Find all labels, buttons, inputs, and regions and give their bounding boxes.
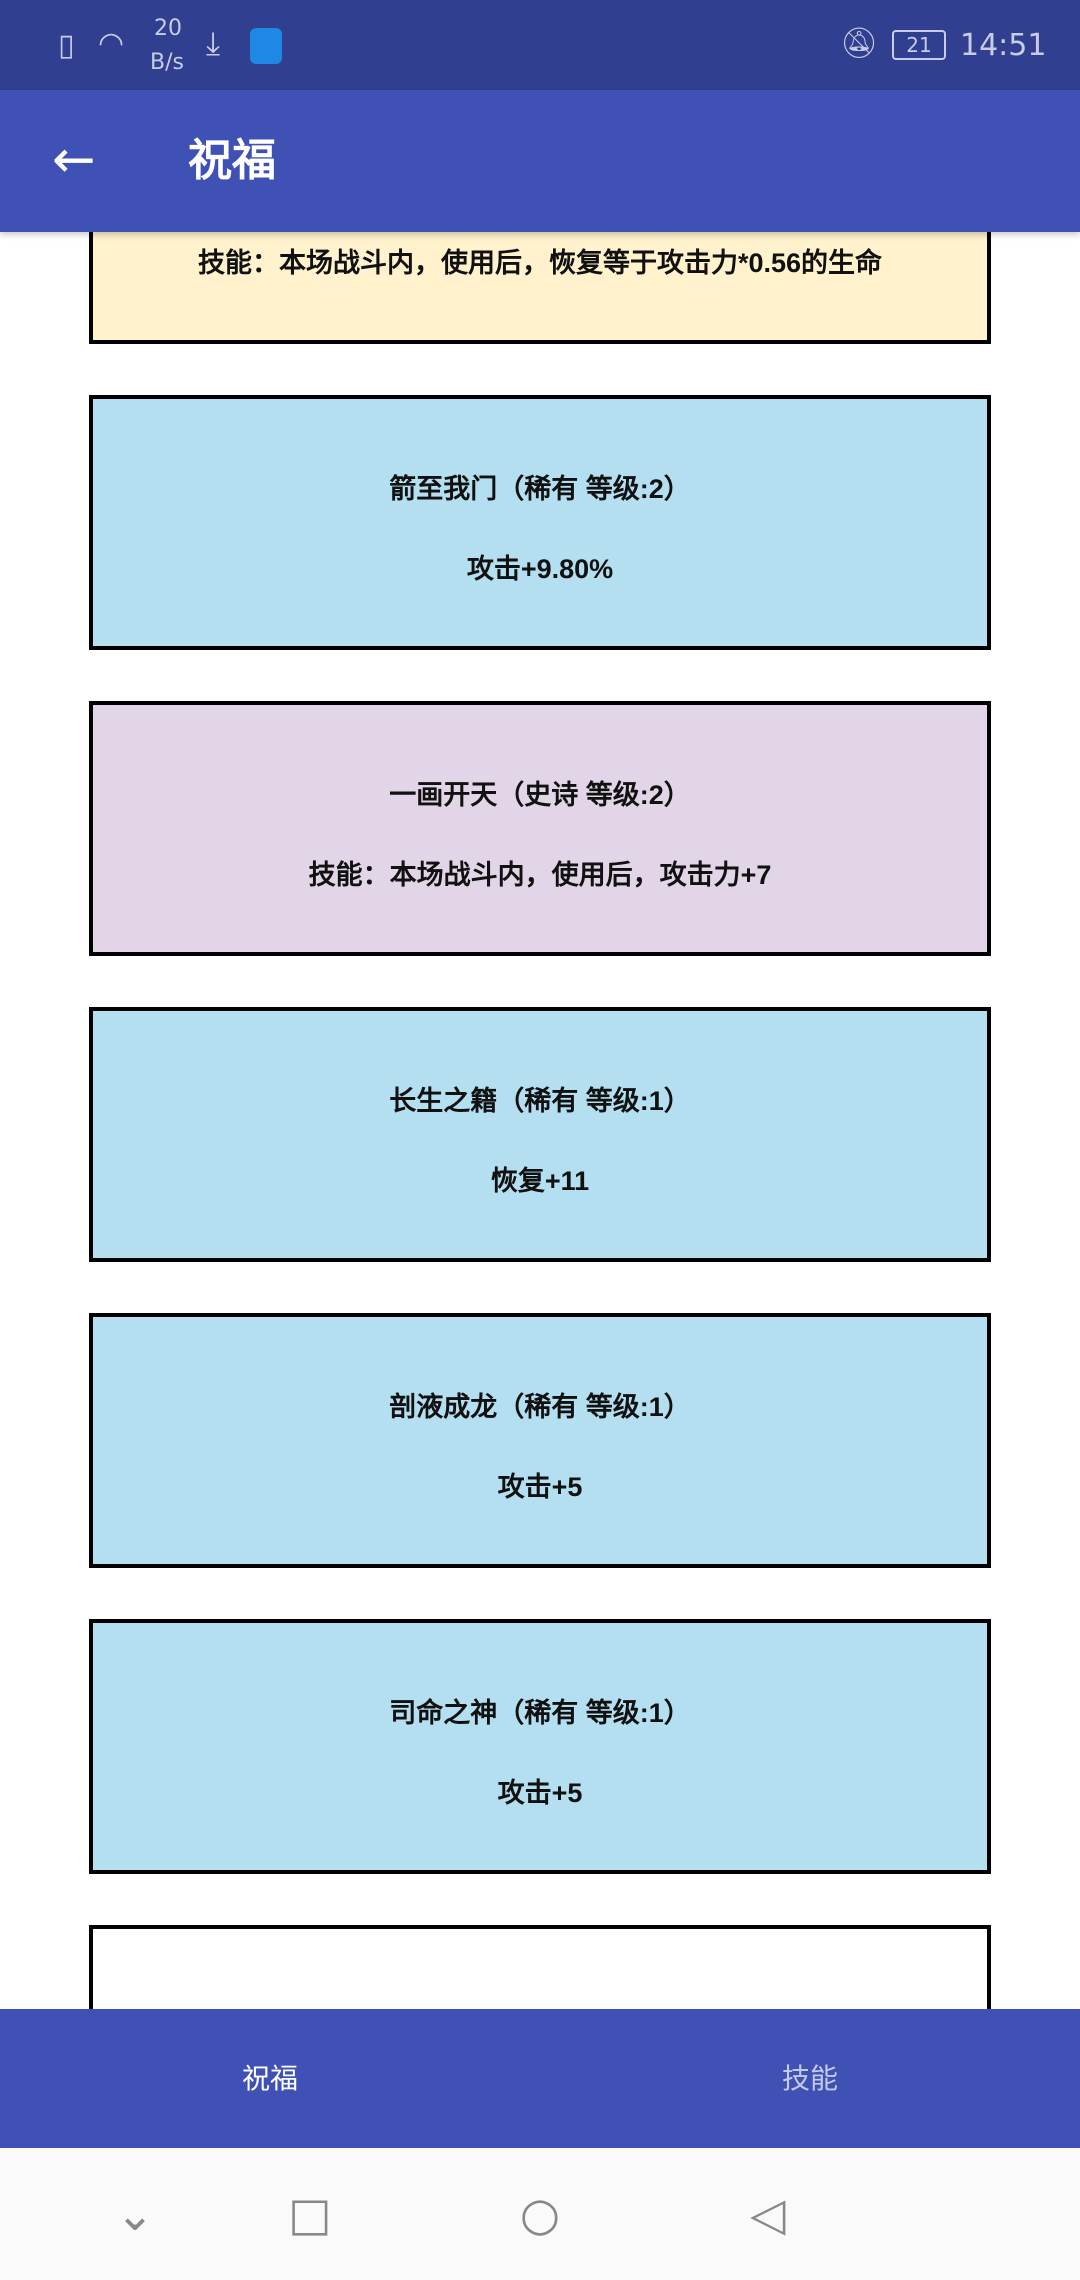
blessing-description: 攻击+9.80% <box>466 554 614 584</box>
clock: 14:51 <box>960 28 1047 63</box>
home-icon[interactable]: ○ <box>519 2187 561 2241</box>
blessing-title: 剖液成龙（稀有 等级:1） <box>389 1392 691 1422</box>
blessing-description: 技能：本场战斗内，使用后，攻击力+7 <box>308 860 772 890</box>
status-bar: ▯ ◠ 20 B/s ⤓ 🔕︎ 21 14:51 <box>0 0 1080 90</box>
system-nav-bar: ⌄ □ ○ ◁ <box>0 2148 1080 2280</box>
blessing-card: 长生之籍（稀有 等级:1） 恢复+11 <box>89 1007 991 1262</box>
recents-icon[interactable]: □ <box>288 2187 332 2241</box>
blessing-title: 长生之籍（稀有 等级:1） <box>389 1086 691 1116</box>
blessing-description: 恢复+11 <box>490 1166 590 1196</box>
blessing-list[interactable]: 技能：本场战斗内，使用后，恢复等于攻击力*0.56的生命箭至我门（稀有 等级:2… <box>0 232 1080 2009</box>
blessing-card <box>89 1925 991 2009</box>
blessing-card: 司命之神（稀有 等级:1） 攻击+5 <box>89 1619 991 1874</box>
blessing-card: 箭至我门（稀有 等级:2） 攻击+9.80% <box>89 395 991 650</box>
blessing-title: 司命之神（稀有 等级:1） <box>389 1698 691 1728</box>
blessing-description: 技能：本场战斗内，使用后，恢复等于攻击力*0.56的生命 <box>197 248 883 278</box>
blessing-description: 攻击+5 <box>497 1778 583 1808</box>
tab-blessing[interactable]: 祝福 <box>241 2062 298 2095</box>
blessing-card: 技能：本场战斗内，使用后，恢复等于攻击力*0.56的生命 <box>89 232 991 344</box>
back-arrow-icon[interactable]: ← <box>52 130 96 190</box>
sim-alert-icon: ▯ <box>58 28 75 63</box>
download-icon: ⤓ <box>206 24 221 62</box>
net-speed-value: 20 <box>154 16 182 41</box>
bottom-nav: 祝福 技能 <box>0 2009 1080 2148</box>
battery-icon: 21 <box>892 30 946 60</box>
blessing-title: 箭至我门（稀有 等级:2） <box>389 474 691 504</box>
bell-off-icon: 🔕︎ <box>840 26 879 61</box>
tab-skills[interactable]: 技能 <box>781 2062 838 2095</box>
blessing-card: 一画开天（史诗 等级:2） 技能：本场战斗内，使用后，攻击力+7 <box>89 701 991 956</box>
wifi-icon: ◠ <box>98 26 125 61</box>
blessing-card: 剖液成龙（稀有 等级:1） 攻击+5 <box>89 1313 991 1568</box>
blessing-title: 一画开天（史诗 等级:2） <box>389 780 691 810</box>
app-bar: ← 祝福 <box>0 90 1080 232</box>
blessing-description: 攻击+5 <box>497 1472 583 1502</box>
collapse-icon[interactable]: ⌄ <box>115 2187 155 2241</box>
shield-icon <box>250 28 282 64</box>
back-icon[interactable]: ◁ <box>750 2187 786 2241</box>
net-speed-unit: B/s <box>150 50 184 75</box>
page-title: 祝福 <box>188 135 276 186</box>
